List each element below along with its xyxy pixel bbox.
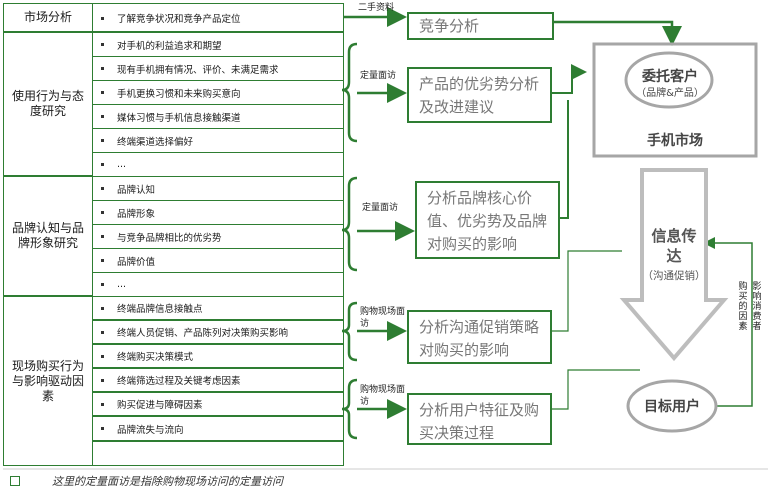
method-shopping-interview: 购物现场面访 (360, 385, 406, 407)
method-quant-interview: 定量面访 (360, 71, 397, 81)
brace-quant2 (341, 176, 358, 272)
list-item: 终端品牌信息接触点 (92, 296, 344, 320)
output-competition-analysis: 竞争分析 (407, 12, 554, 40)
list-item: 手机更换习惯和未来购买意向 (92, 80, 344, 105)
footnote-text: 这里的定量面访是指除购物现场访问的定量访问 (52, 475, 283, 488)
list-item: 终端人员促销、产品陈列对决策购买影响 (92, 320, 344, 344)
list-item: ... (92, 152, 344, 177)
list-item: ... (92, 272, 344, 297)
method-shopping-interview: 购物现场面访 (360, 307, 406, 329)
output-product-analysis: 产品的优劣势分析及改进建议 (407, 67, 552, 123)
list-item-empty (92, 441, 344, 466)
category-purchase-behavior: 现场购买行为与影响驱动因素 (3, 296, 92, 466)
info-title: 信息传达 (651, 227, 697, 265)
client-subtitle: （品牌&产品） (636, 88, 704, 99)
output-promotion-analysis: 分析沟通促销策略对购买的影响 (407, 310, 552, 364)
brace-shopping1 (341, 301, 358, 362)
info-subtitle: （沟通促销） (642, 270, 706, 282)
category-brand-image: 品牌认知与品牌形象研究 (3, 176, 92, 296)
phone-market-label: 手机市场 (647, 133, 703, 149)
brace-quant1 (341, 42, 358, 143)
list-item: 品牌价值 (92, 248, 344, 273)
method-quant-interview: 定量面访 (362, 203, 399, 213)
list-item: 现有手机拥有情况、评价、未满足需求 (92, 56, 344, 81)
vertical-label-influence-consumer: 影响消费者 (752, 282, 762, 332)
category-usage-attitude: 使用行为与态度研究 (3, 32, 92, 176)
brace-shopping2 (341, 378, 358, 440)
vertical-label-purchase-factor: 购买的因素 (738, 282, 748, 332)
list-item: 终端筛选过程及关键考虑因素 (92, 368, 344, 392)
list-item: 终端渠道选择偏好 (92, 128, 344, 153)
list-item: 对手机的利益追求和期望 (92, 32, 344, 57)
list-item: 品牌流失与流向 (92, 416, 344, 441)
list-item: 媒体习惯与手机信息接触渠道 (92, 104, 344, 129)
list-item: 品牌形象 (92, 200, 344, 225)
info-arrow-shape (619, 168, 729, 362)
list-item: 品牌认知 (92, 176, 344, 201)
output-brand-analysis: 分析品牌核心价值、优劣势及品牌对购买的影响 (415, 181, 560, 259)
list-item: 与竞争品牌相比的优劣势 (92, 224, 344, 249)
category-market-analysis: 市场分析 (3, 3, 92, 32)
footnote-bullet-icon (10, 476, 20, 486)
method-secondary-data: 二手资料 (358, 3, 395, 13)
client-title: 委托客户 (642, 69, 698, 85)
output-user-analysis: 分析用户特征及购买决策过程 (407, 393, 552, 445)
list-item: 购买促进与障碍因素 (92, 392, 344, 416)
list-item: 了解竞争状况和竞争产品定位 (92, 3, 344, 32)
target-user-label: 目标用户 (644, 399, 700, 415)
list-item: 终端购买决策模式 (92, 344, 344, 368)
